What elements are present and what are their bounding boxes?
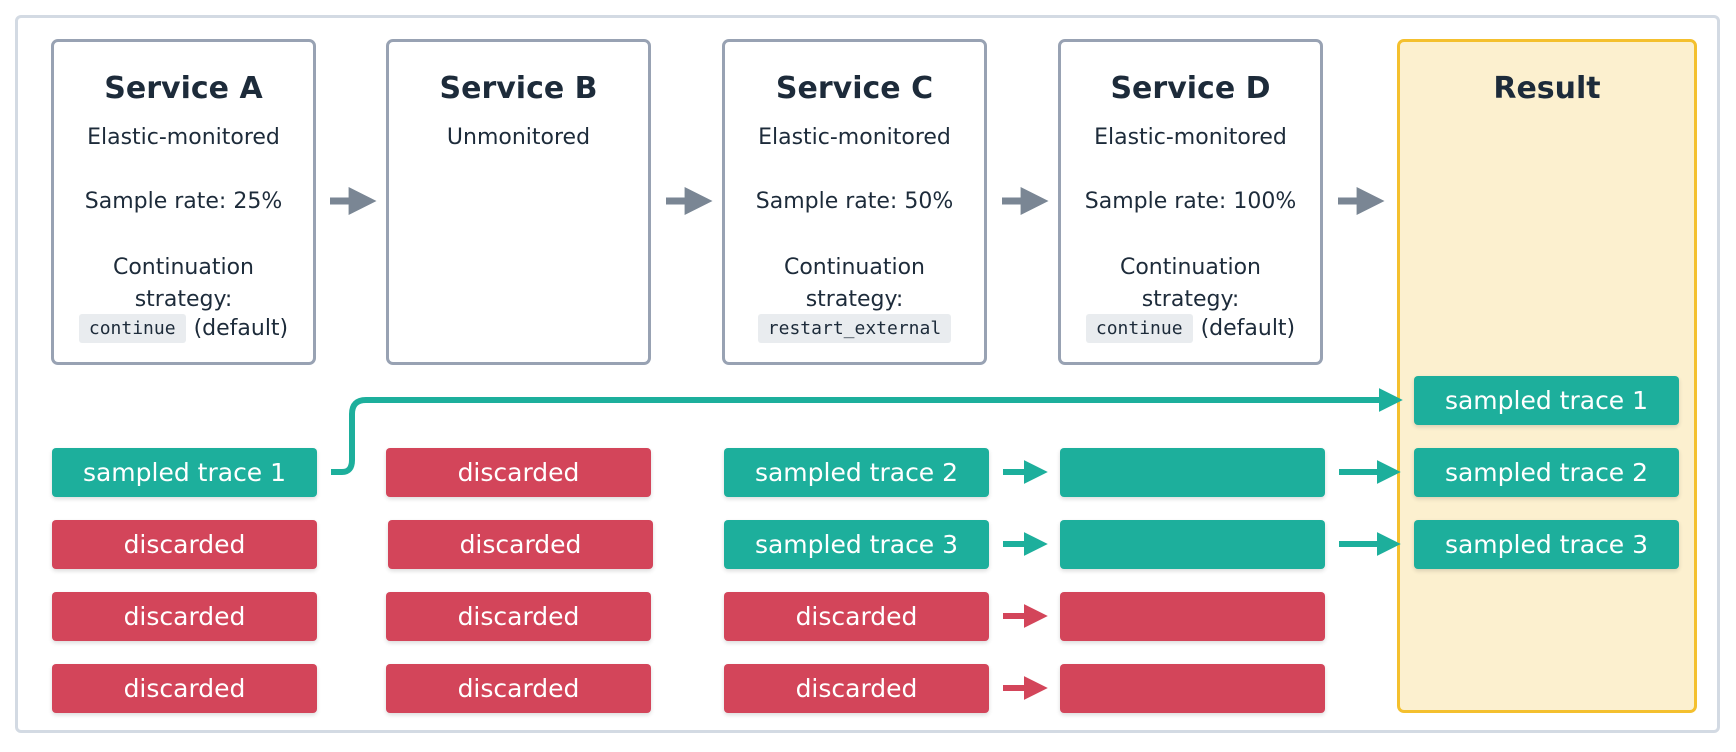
- service-b-subtitle: Unmonitored: [446, 125, 591, 150]
- trace-b-4: discarded: [386, 664, 651, 713]
- trace-d-3: [1060, 592, 1325, 641]
- result-trace-3: sampled trace 3: [1414, 520, 1679, 569]
- trace-d-4: [1060, 664, 1325, 713]
- service-d-strategy-value: continue (default): [1061, 314, 1320, 343]
- trace-a-4: discarded: [52, 664, 317, 713]
- result-title: Result: [1493, 71, 1601, 106]
- trace-c-3: discarded: [724, 592, 989, 641]
- trace-b-2: discarded: [388, 520, 653, 569]
- service-d-strategy-code: continue: [1085, 314, 1193, 343]
- service-d-box: Service D Elastic-monitored Sample rate:…: [1058, 39, 1323, 365]
- trace-c-1: sampled trace 2: [724, 448, 989, 497]
- trace-a-2: discarded: [52, 520, 317, 569]
- service-b-box: Service B Unmonitored: [386, 39, 651, 365]
- result-trace-1: sampled trace 1: [1414, 376, 1679, 425]
- trace-d-2: [1060, 520, 1325, 569]
- service-a-sample-rate: Sample rate: 25%: [84, 189, 283, 214]
- service-d-title: Service D: [1110, 71, 1271, 106]
- service-a-subtitle: Elastic-monitored: [87, 125, 280, 150]
- result-trace-2: sampled trace 2: [1414, 448, 1679, 497]
- service-d-sample-rate: Sample rate: 100%: [1084, 189, 1297, 214]
- service-c-sample-rate: Sample rate: 50%: [755, 189, 954, 214]
- trace-b-1: discarded: [386, 448, 651, 497]
- service-d-strategy-suffix: (default): [1200, 316, 1296, 341]
- service-c-strategy-label: Continuation strategy:: [783, 255, 925, 312]
- service-c-strategy-value: restart_external: [725, 314, 984, 343]
- trace-a-1: sampled trace 1: [52, 448, 317, 497]
- trace-c-4: discarded: [724, 664, 989, 713]
- service-c-subtitle: Elastic-monitored: [758, 125, 951, 150]
- service-a-box: Service A Elastic-monitored Sample rate:…: [51, 39, 316, 365]
- trace-c-2: sampled trace 3: [724, 520, 989, 569]
- service-a-strategy-value: continue (default): [54, 314, 313, 343]
- trace-a-3: discarded: [52, 592, 317, 641]
- service-d-strategy-label: Continuation strategy:: [1119, 255, 1261, 312]
- trace-d-1: [1060, 448, 1325, 497]
- trace-b-3: discarded: [386, 592, 651, 641]
- service-a-title: Service A: [104, 71, 263, 106]
- service-c-box: Service C Elastic-monitored Sample rate:…: [722, 39, 987, 365]
- trace-1-long-arrow-icon: [331, 388, 1403, 475]
- service-a-strategy-label: Continuation strategy:: [112, 255, 254, 312]
- service-c-strategy-code: restart_external: [757, 314, 952, 343]
- diagram-frame: [15, 15, 1720, 733]
- service-c-title: Service C: [775, 71, 934, 106]
- service-b-title: Service B: [439, 71, 598, 106]
- service-a-strategy-code: continue: [78, 314, 186, 343]
- service-a-strategy-suffix: (default): [193, 316, 289, 341]
- service-d-subtitle: Elastic-monitored: [1094, 125, 1287, 150]
